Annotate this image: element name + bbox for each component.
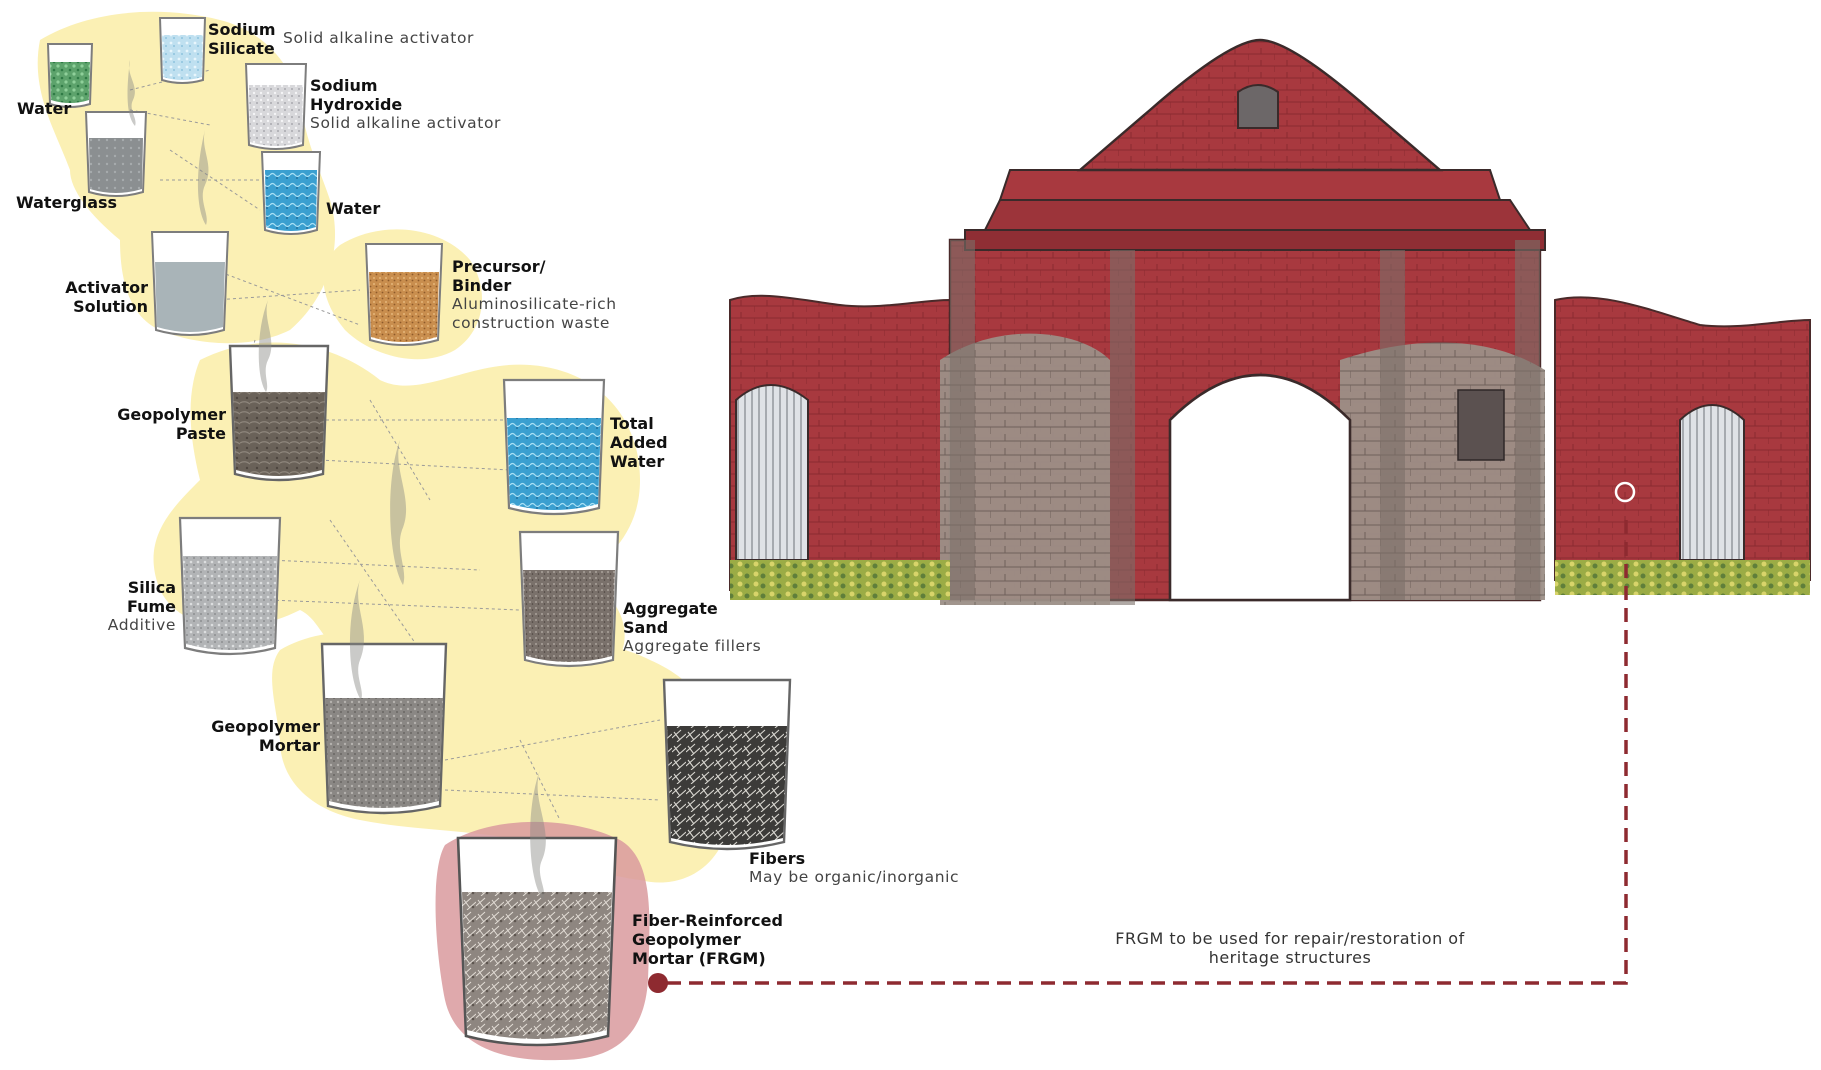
label-silica-fume: Silica Fume Additive	[107, 578, 176, 634]
label-water-1: Water	[17, 99, 72, 118]
label-precursor-binder: Precursor/ Binder Aluminosilicate-rich c…	[452, 257, 617, 332]
desc-sodium-silicate: Solid alkaline activator	[283, 29, 475, 47]
label-sodium-hydroxide: Sodium Hydroxide Solid alkaline activato…	[310, 76, 502, 132]
label-activator-solution: Activator Solution	[65, 278, 148, 316]
label-fibers: Fibers May be organic/inorganic	[749, 849, 960, 886]
label-waterglass: Waterglass	[16, 193, 118, 212]
frgm-connector	[648, 481, 1636, 993]
beaker-icon	[46, 17, 792, 1047]
flow-guides	[129, 69, 661, 821]
label-total-added-water: Total Added Water	[610, 414, 668, 471]
label-water-2: Water	[326, 199, 381, 218]
label-frgm: Fiber-Reinforced Geopolymer Mortar (FRGM…	[632, 911, 783, 968]
connector-note: FRGM to be used for repair/restoration o…	[1115, 929, 1465, 967]
heritage-gate-illustration	[729, 38, 1811, 605]
smoke-wisps	[127, 60, 546, 900]
label-geopolymer-paste: Geopolymer Paste	[117, 405, 226, 443]
label-geopolymer-mortar: Geopolymer Mortar	[211, 717, 320, 755]
label-aggregate-sand: Aggregate Sand Aggregate fillers	[623, 599, 762, 655]
frgm-start-dot	[648, 973, 668, 993]
target-marker	[1614, 481, 1636, 503]
label-sodium-silicate: Sodium Silicate	[208, 20, 276, 58]
